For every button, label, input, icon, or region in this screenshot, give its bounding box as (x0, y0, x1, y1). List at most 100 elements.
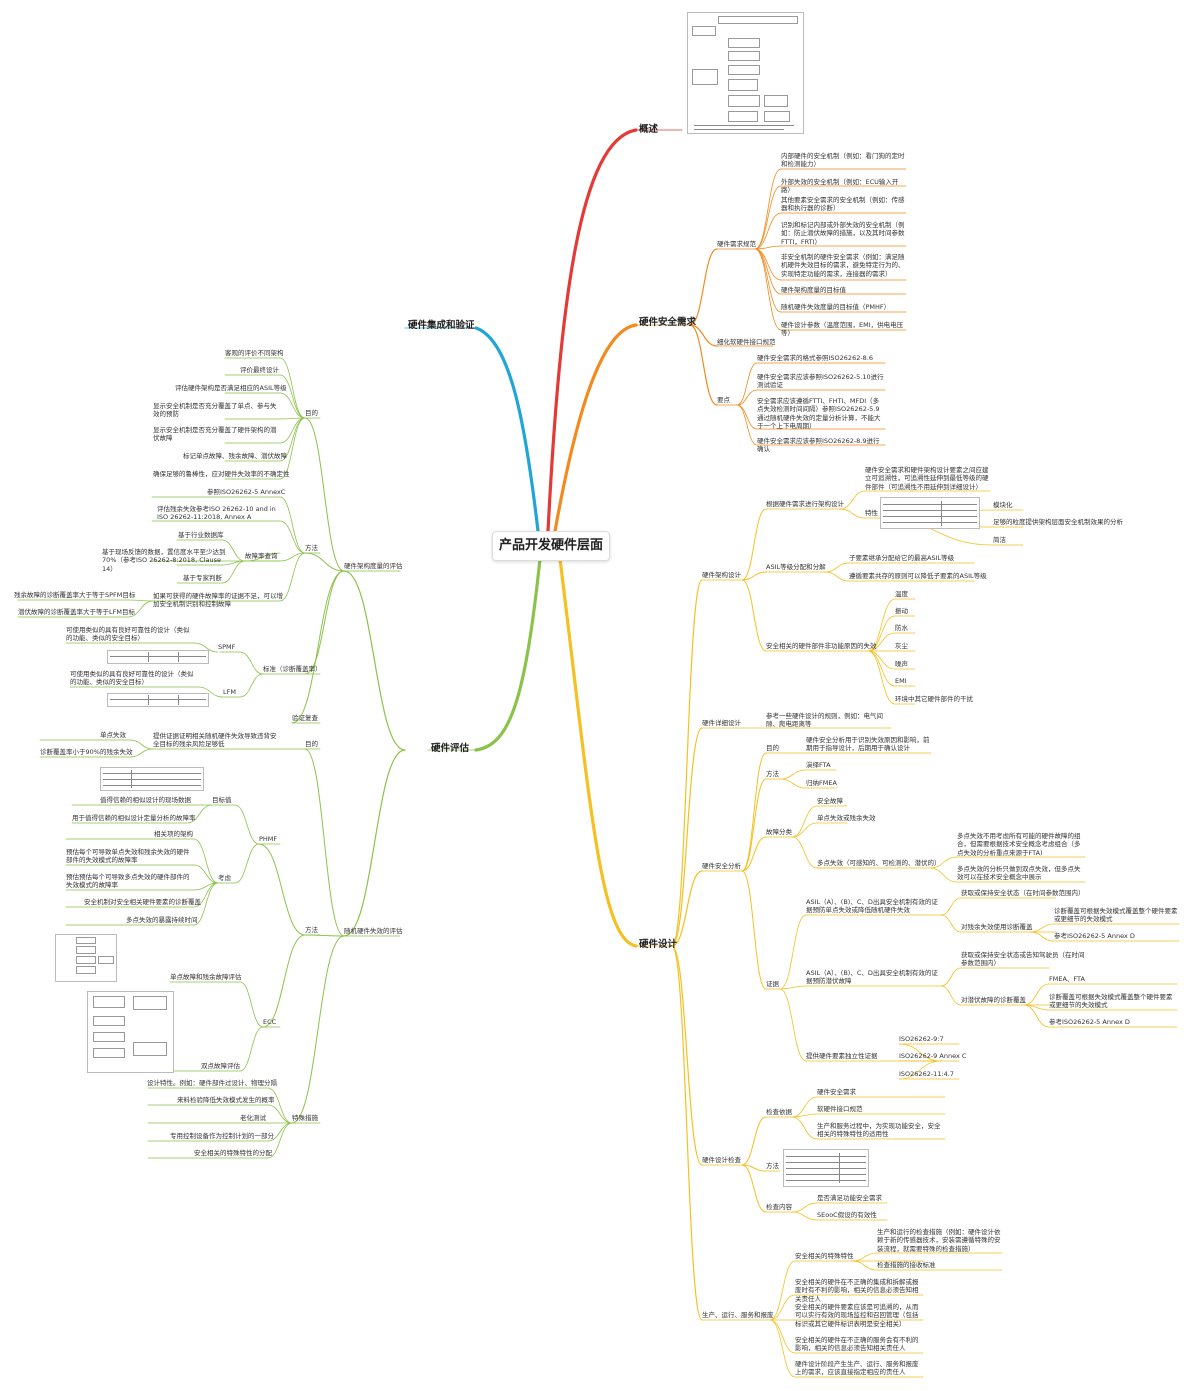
overview-reference-diagram (687, 12, 804, 134)
std-lfm-desc: 可使用类似的具有良好可靠性的设计（类似的功能、类似的安全目标） (70, 670, 194, 687)
arch-asil[interactable]: ASIL等级分配和分解 (766, 563, 826, 571)
arch-rate-item: 基于专家判断 (183, 574, 222, 582)
random-special[interactable]: 特殊措施 (292, 1114, 318, 1122)
independence-item: ISO26262-9:7 (899, 1035, 944, 1043)
evidence-latent-diag[interactable]: 对潜伏故障的诊断覆盖 (961, 996, 1026, 1004)
arch-method[interactable]: 方法 (305, 544, 318, 552)
arch-review[interactable]: 验证复查 (292, 714, 318, 722)
verify-content-item: 是否满足功能安全需求 (817, 1194, 882, 1202)
verify-method[interactable]: 方法 (766, 1162, 779, 1170)
arch-purpose-item: 评估硬件架构是否满足相应的ASIL等级 (175, 384, 287, 392)
spmf-table (107, 650, 209, 664)
root-node[interactable]: 产品开发硬件层面 (492, 531, 610, 561)
production-special-item: 检查措施的接收标准 (877, 1261, 936, 1269)
arch-rate[interactable]: 故障率查询 (245, 552, 278, 560)
production-item: 硬件设计阶段产生生产、运行、服务和报废上的需求，应该直接指定相应的责任人 (795, 1360, 919, 1377)
evidence-latent[interactable]: ASIL（A）、(B)、C、D出具安全机制有效的证据预防潜伏故障 (806, 969, 938, 986)
design-detail[interactable]: 硬件详细设计 (702, 719, 741, 727)
req-key-item: 硬件安全需求的格式参照ISO26262-8.6 (757, 354, 874, 362)
fault-item: 安全故障 (817, 797, 843, 805)
arch-std[interactable]: 标准（诊断覆盖率） (263, 665, 322, 673)
design-production[interactable]: 生产、运行、服务和报废 (702, 1311, 774, 1319)
analysis-method[interactable]: 方法 (766, 770, 779, 778)
arch-feature[interactable]: 特性 (865, 509, 878, 517)
req-key-item: 硬件安全需求应该参照ISO26262-5.10进行测试验证 (757, 373, 884, 390)
verify-content[interactable]: 检查内容 (766, 1203, 792, 1211)
single-diag-item: 诊断覆盖可根据失效模式覆盖整个硬件要素或更细节的失效模式 (1054, 907, 1178, 924)
req-key-item: 硬件安全需求应该参照ISO26262-8.9进行确认 (757, 437, 880, 454)
arch-cause[interactable]: 安全相关的硬件部件非功能原因的失效 (766, 642, 877, 650)
verify-content-item: SEooC假设的有效性 (817, 1211, 877, 1219)
branch-overview[interactable]: 概述 (639, 124, 659, 135)
arch-purpose-item: 显示安全机制是否充分覆盖了硬件架构的潜伏故障 (153, 426, 277, 443)
special-item: 设计特性。例如：硬件部件过设计、物理分隔 (147, 1079, 277, 1087)
branch-hardware-design[interactable]: 硬件设计 (639, 939, 678, 950)
pmhf-consider-item: 相关项的架构 (154, 830, 193, 838)
random-purpose[interactable]: 目的 (305, 740, 318, 748)
verify-basis-item: 软硬件接口规范 (817, 1105, 863, 1113)
branch-hardware-evaluation[interactable]: 硬件评估 (431, 743, 470, 754)
eval-arch[interactable]: 硬件架构度量的评估 (344, 562, 403, 570)
latent-diag-item: 诊断覆盖可根据失效模式覆盖整个硬件要素或更细节的失效模式 (1049, 993, 1173, 1010)
lfm-table (107, 693, 209, 707)
branch-hardware-safety-requirements[interactable]: 硬件安全需求 (639, 317, 697, 328)
arch-method-item: 残余故障的诊断覆盖率大于等于SPFM目标 (14, 591, 136, 599)
pmhf-target[interactable]: 目标值 (212, 796, 232, 804)
arch-purpose[interactable]: 目的 (305, 409, 318, 417)
branch-hardware-integration[interactable]: 硬件集成和验证 (408, 320, 475, 331)
arch-feature-item: 足够的粒度提供架构层面安全机制效果的分析 (993, 518, 1123, 526)
special-item: 来料检验降低失效模式发生的概率 (177, 1096, 275, 1104)
design-arch[interactable]: 硬件架构设计 (702, 571, 741, 579)
analysis-purpose[interactable]: 目的 (766, 744, 779, 752)
production-item: 安全相关的硬件要素应该是可追溯的，从而可以实行有效的现场监控和召回管理（包括标识… (795, 1303, 919, 1328)
design-verify[interactable]: 硬件设计检查 (702, 1156, 741, 1164)
method-ecc[interactable]: ECC (263, 1018, 277, 1026)
eval-random[interactable]: 随机硬件失效的评估 (344, 927, 403, 935)
special-item: 安全相关的特殊特性的分配 (194, 1149, 272, 1157)
analysis-fault[interactable]: 故障分类 (766, 828, 792, 836)
fault-multi[interactable]: 多点失效（可感知的、可检测的、潜伏的） (817, 859, 941, 867)
arch-purpose-item: 评价最终设计 (240, 366, 279, 374)
production-item: 安全相关的硬件在不正确的集成和拆解或报废时有不利的影响，相关的信息必须告知相关责… (795, 1278, 919, 1303)
ecc-dual-flowchart (87, 991, 174, 1073)
arch-method-item: 评估残余失效参考ISO 26262-10 and in ISO 26262-11… (157, 505, 276, 522)
arch-cause-item: EMI (895, 677, 907, 685)
req-spec-item: 硬件设计参数（温度范围，EMI，供电电压等） (781, 321, 904, 338)
production-special-item: 生产和运行的检查措施（例如：硬件设计依赖于新的传感器技术，安装需遵循特殊的安装流… (877, 1228, 1001, 1253)
analysis-method-item: 归纳FMEA (806, 779, 837, 787)
evidence-latent-item: 获取或保持安全状态或告知驾驶员（在时间参数范围内） (961, 951, 1085, 968)
arch-method-item: 如果可获得的硬件故障率的证据不足，可以增加安全机制识别和控制故障 (153, 592, 283, 609)
latent-diag-item: FMEA、FTA (1049, 975, 1085, 983)
arch-cause-item: 噪声 (895, 660, 908, 668)
verify-basis[interactable]: 检查依据 (766, 1108, 792, 1116)
random-method[interactable]: 方法 (305, 926, 318, 934)
arch-purpose-item: 客观的评价不同架构 (225, 349, 284, 357)
evidence-single[interactable]: ASIL（A）、(B)、C、D出具安全机制有效的证据预防单点失效或降低随机硬件失… (806, 898, 938, 915)
production-special[interactable]: 安全相关的特殊特性 (795, 1252, 854, 1260)
arch-feature-table (880, 497, 980, 529)
evidence-single-diag[interactable]: 对残余失效使用诊断覆盖 (961, 923, 1033, 931)
pmhf-table (100, 767, 204, 791)
req-key[interactable]: 要点 (717, 396, 730, 404)
pmhf-target-item: 值得信赖的相似设计的现场数据 (100, 796, 191, 804)
pmhf-consider-item: 安全机制对安全相关硬件要素的诊断覆盖 (84, 898, 201, 906)
random-purpose-desc: 提供证据证明相关随机硬件失效导致违背安全目标的残余风险足够低 (153, 732, 277, 749)
pmhf-consider[interactable]: 考虑 (218, 874, 231, 882)
evidence-independence[interactable]: 提供硬件要素独立性证据 (806, 1052, 878, 1060)
analysis-evidence[interactable]: 证据 (766, 980, 779, 988)
ecc-single-flowchart (55, 934, 117, 982)
arch-method-item: 参照ISO26262-5 AnnexC (207, 488, 286, 496)
random-purpose-item: 诊断覆盖率小于90%的残余失效 (40, 748, 133, 756)
method-pmhf[interactable]: PHMF (259, 835, 278, 843)
arch-cause-item: 防水 (895, 624, 908, 632)
single-diag-item: 参考ISO26262-5 Annex D (1054, 932, 1135, 940)
std-spmf[interactable]: SPMF (218, 643, 236, 651)
std-spmf-desc: 可使用类似的具有良好可靠性的设计（类似的功能、类似的安全目标） (66, 626, 190, 643)
analysis-method-item: 演绎FTA (806, 761, 831, 769)
std-lfm[interactable]: LFM (223, 688, 236, 696)
design-analysis[interactable]: 硬件安全分析 (702, 862, 741, 870)
req-hsi[interactable]: 细化软硬件接口规范 (717, 338, 776, 346)
req-spec[interactable]: 硬件需求规范 (717, 240, 756, 248)
special-item: 老化测试 (240, 1114, 266, 1122)
arch-basis[interactable]: 根据硬件需求进行架构设计 (766, 500, 844, 508)
